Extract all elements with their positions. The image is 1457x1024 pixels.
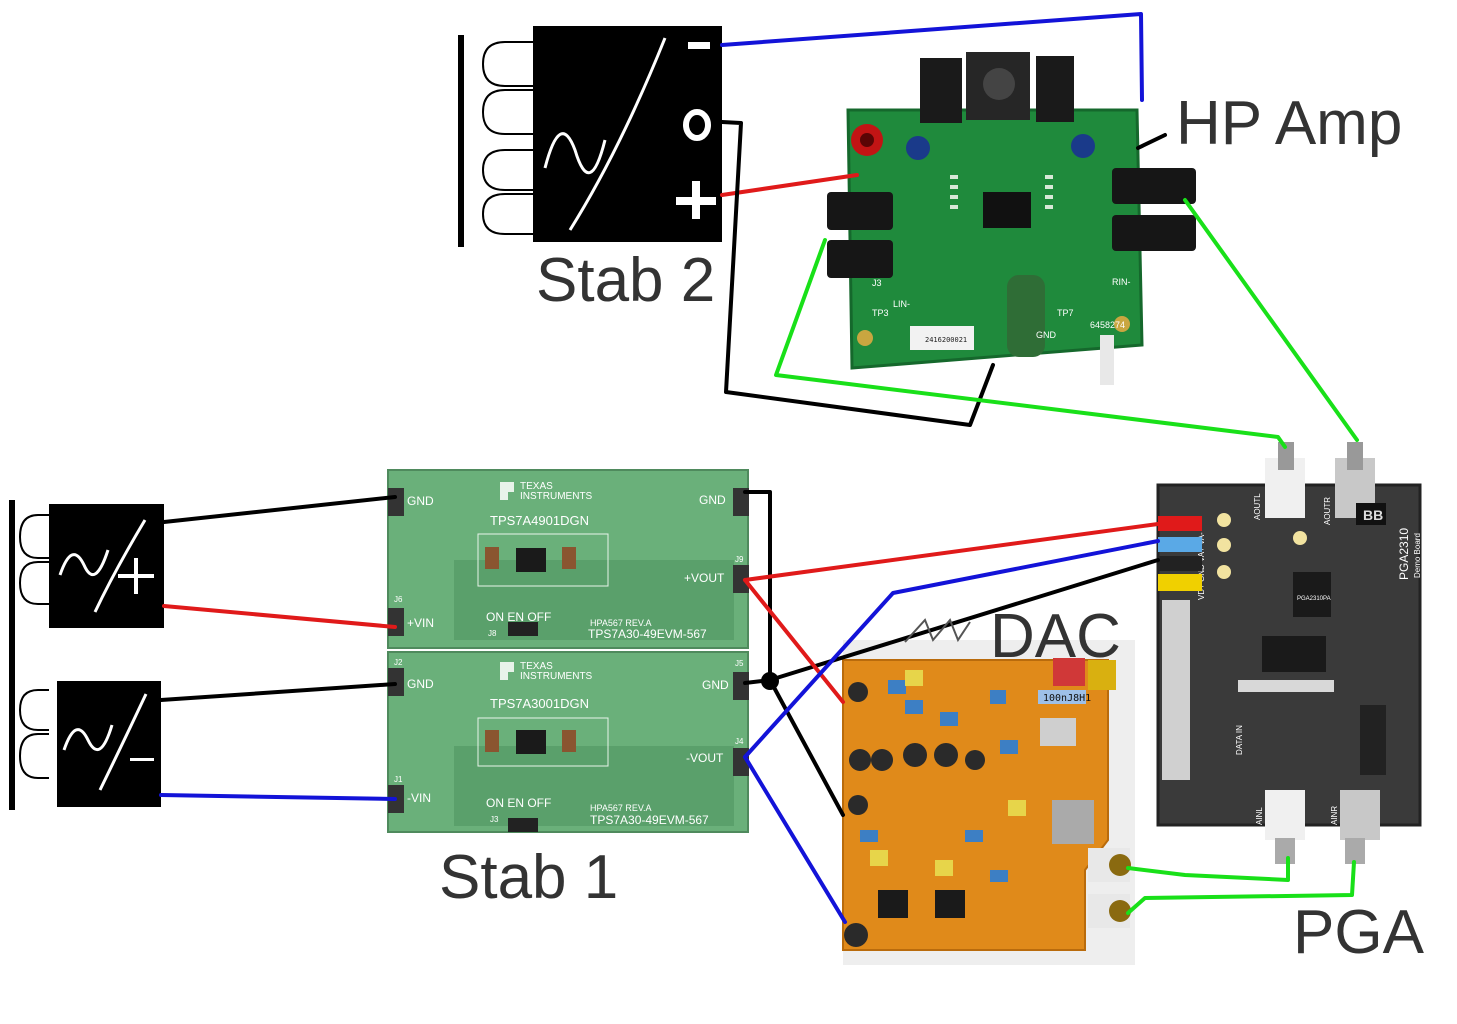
top-gnd-right-label: GND <box>699 493 726 507</box>
silk-j6: J6 <box>394 595 403 604</box>
bottom-revision: HPA567 REV.A <box>590 803 652 813</box>
silk-j1: J1 <box>394 775 403 784</box>
stab2-transformer <box>458 35 533 247</box>
plus-terminal-icon <box>676 181 716 219</box>
stab2-regulator-block <box>533 26 722 242</box>
wire-blue-stab1-vin <box>159 793 397 801</box>
hp-silk-rin: RIN- <box>1112 277 1131 287</box>
wire-red-vout-to-pga <box>743 522 1160 582</box>
dac-cap-label: 100nJ8H1 <box>1043 693 1091 704</box>
junction-dot <box>761 672 779 690</box>
bottom-part-number: TPS7A3001DGN <box>490 696 589 711</box>
top-vout-label: +VOUT <box>684 571 725 585</box>
wire-black-stab1-bottom-gnd <box>159 682 397 702</box>
top-switch-label: ON EN OFF <box>486 610 551 624</box>
pga-model: PGA2310 <box>1397 528 1411 580</box>
pga-ainl: AINL <box>1255 807 1264 825</box>
stab1-board: TEXAS INSTRUMENTS TEXAS INSTRUMENTS TPS7… <box>387 469 749 833</box>
minus-icon <box>130 758 154 761</box>
minus-terminal-icon <box>688 42 710 49</box>
bottom-switch-label: ON EN OFF <box>486 796 551 810</box>
wire-red-vout-to-dac <box>743 578 845 704</box>
ti-brand-line2-bottom: INSTRUMENTS <box>520 671 593 682</box>
label-dac: DAC <box>990 602 1121 671</box>
top-part-number: TPS7A4901DGN <box>490 513 589 528</box>
label-hp-amp: HP Amp <box>1176 89 1402 158</box>
wire-black-stab2-gnd <box>720 120 995 427</box>
pga-chip: PGA2310PA <box>1297 596 1331 602</box>
stab1-transformers <box>9 500 49 810</box>
hp-silk-j3: J3 <box>872 278 882 288</box>
zero-terminal-icon <box>683 109 711 141</box>
bottom-model: TPS7A30-49EVM-567 <box>590 813 709 827</box>
ti-brand-line1-top: TEXAS <box>520 481 553 492</box>
pga-ainr: AINR <box>1330 806 1339 825</box>
silk-j3: J3 <box>490 815 499 824</box>
hp-silk-tp7: TP7 <box>1057 308 1074 318</box>
wire-red-stab2-plus <box>720 173 859 197</box>
wire-black-gnd-bus <box>743 490 772 682</box>
hp-silk-tp3: TP3 <box>872 308 889 318</box>
pga-aoutr: AOUTR <box>1323 497 1332 525</box>
plus-icon <box>118 558 154 594</box>
label-stab1: Stab 1 <box>439 843 618 912</box>
bottom-vout-label: -VOUT <box>686 751 724 765</box>
bottom-vin-label: -VIN <box>407 791 431 805</box>
hp-amp-board: LIN- RIN- GND TP3 TP7 J3 6458274 2416200… <box>827 52 1196 385</box>
wire-blue-vout-to-dac <box>743 755 847 924</box>
label-stab2: Stab 2 <box>536 246 715 315</box>
hp-board-id: 6458274 <box>1090 320 1125 330</box>
pga-aoutl: AOUTL <box>1253 493 1262 520</box>
hp-silk-lin: LIN- <box>893 299 910 309</box>
ti-logo-icon <box>500 482 514 680</box>
wire-blue-stab2-minus <box>720 12 1144 102</box>
wire-red-stab1-vin <box>162 604 397 629</box>
wires <box>159 12 1359 924</box>
silk-j8: J8 <box>488 629 497 638</box>
hp-sticker: 2416200021 <box>925 336 967 344</box>
bottom-gnd-right-label: GND <box>702 678 729 692</box>
stab1-negative-block <box>57 681 161 807</box>
ti-brand-line1-bottom: TEXAS <box>520 661 553 672</box>
pga-brand: BB <box>1363 507 1383 523</box>
top-model: TPS7A30-49EVM-567 <box>588 627 707 641</box>
silk-j2: J2 <box>394 658 403 667</box>
top-gnd-left-label: GND <box>407 494 434 508</box>
silk-j4: J4 <box>735 737 744 746</box>
wire-black-gnd-to-dac <box>768 678 845 817</box>
pga-power-terminals <box>1158 516 1202 591</box>
top-vin-label: +VIN <box>407 616 434 630</box>
silk-j5: J5 <box>735 659 744 668</box>
pga-data-in: DATA IN <box>1235 725 1244 755</box>
wire-blue-vout-to-pga <box>743 539 1160 759</box>
wire-green-dac-right <box>1126 860 1356 915</box>
top-revision: HPA567 REV.A <box>590 618 652 628</box>
ti-brand-line2-top: INSTRUMENTS <box>520 491 593 502</box>
wire-green-hp-left <box>774 238 1287 449</box>
silk-j9: J9 <box>735 555 744 564</box>
dac-board: 100nJ8H1 <box>842 640 1135 965</box>
stab1-positive-block <box>49 504 164 628</box>
wire-black-hp-short <box>1136 133 1167 150</box>
wire-green-hp-right <box>1183 198 1359 442</box>
wire-black-stab1-top-gnd <box>162 495 397 524</box>
pga-subtitle: Demo Board <box>1413 533 1422 578</box>
hp-silk-gnd: GND <box>1036 330 1057 340</box>
wire-green-dac-left <box>1126 856 1290 882</box>
label-pga: PGA <box>1293 898 1425 967</box>
bottom-gnd-left-label: GND <box>407 677 434 691</box>
squiggle-annotation <box>904 618 971 643</box>
pga-board: BB PGA2310 Demo Board PGA2310PA AOUTL AO… <box>1156 442 1422 864</box>
